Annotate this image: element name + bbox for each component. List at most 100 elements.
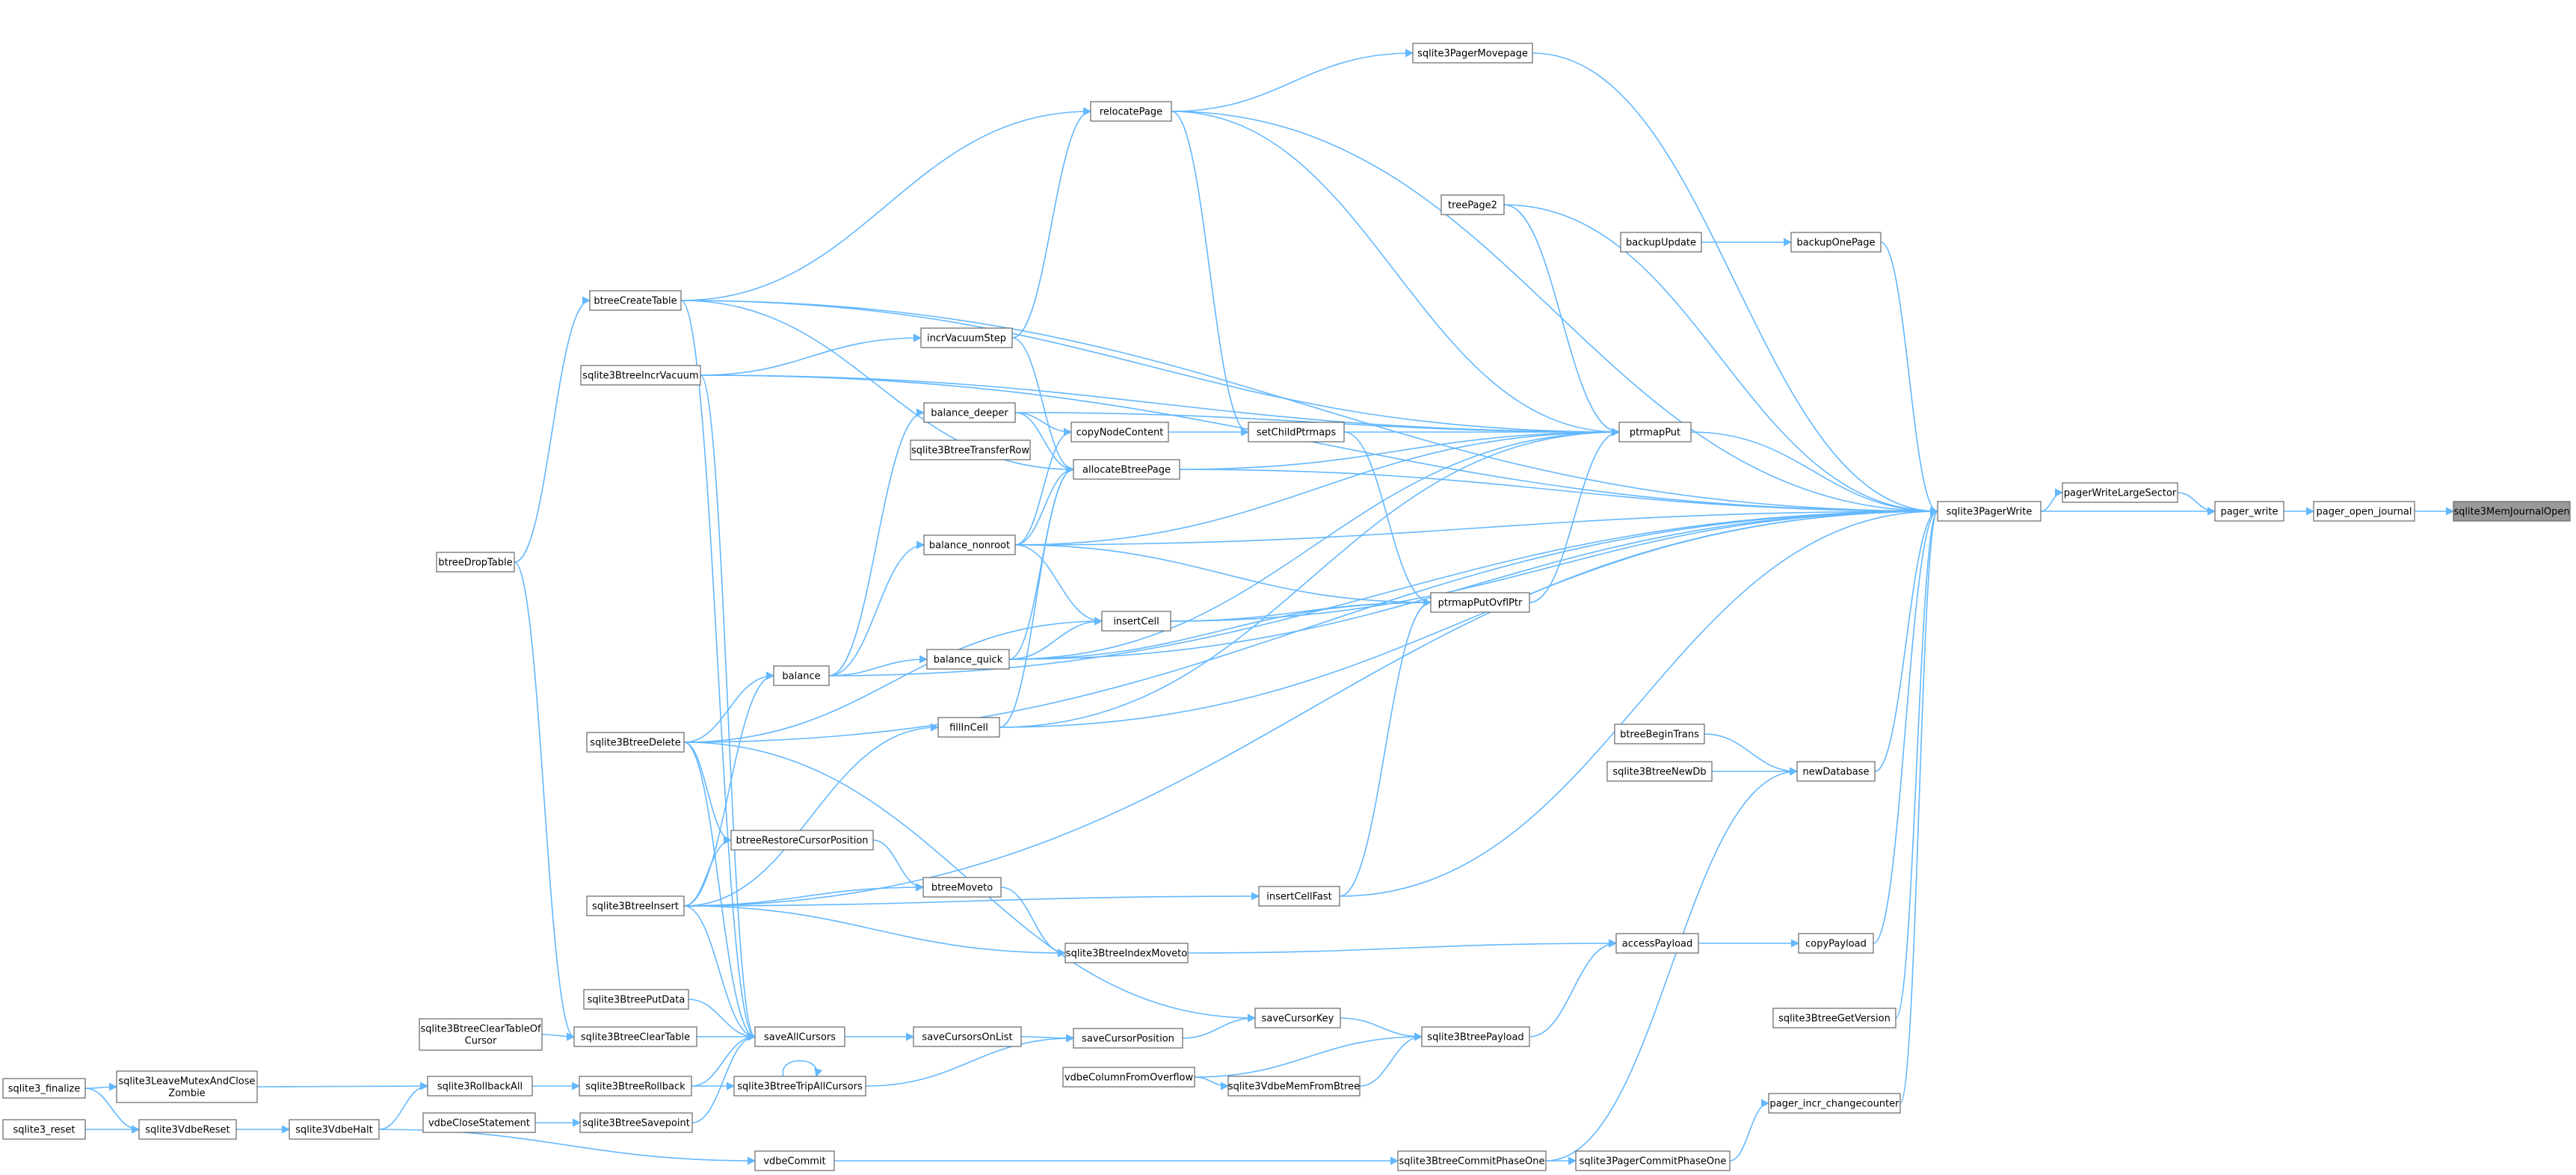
node-sqlite3VdbeReset[interactable]: sqlite3VdbeReset <box>138 1119 237 1140</box>
edge-btreeCreateTable-to-saveAllCursors <box>680 300 757 1041</box>
node-label: sqlite3BtreeDelete <box>590 738 680 749</box>
node-box <box>1073 1028 1183 1049</box>
node-label: saveAllCursors <box>764 1032 836 1043</box>
node-balance_quick[interactable]: balance_quick <box>926 649 1010 670</box>
node-sqlite3BtreeGetVersion[interactable]: sqlite3BtreeGetVersion <box>1772 1008 1896 1028</box>
node-box <box>1064 943 1189 963</box>
node-newDatabase[interactable]: newDatabase <box>1796 761 1876 782</box>
node-sqlite3BtreeTransferRow[interactable]: sqlite3BtreeTransferRow <box>910 440 1031 460</box>
node-sqlite3BtreeDelete[interactable]: sqlite3BtreeDelete <box>586 732 685 753</box>
node-sqlite3BtreeInsert[interactable]: sqlite3BtreeInsert <box>586 895 685 916</box>
node-sqlite3PagerWrite[interactable]: sqlite3PagerWrite <box>1937 501 2042 522</box>
node-sqlite3BtreeNewDb[interactable]: sqlite3BtreeNewDb <box>1606 761 1713 782</box>
node-btreeRestoreCursorPosition[interactable]: btreeRestoreCursorPosition <box>730 830 874 851</box>
node-label: sqlite3PagerMovepage <box>1417 49 1528 60</box>
node-accessPayload[interactable]: accessPayload <box>1615 933 1699 954</box>
node-pager_open_journal[interactable]: pager_open_journal <box>2313 501 2415 522</box>
node-box <box>419 1018 543 1051</box>
edge-sqlite3BtreeDelete-to-saveAllCursors <box>683 741 757 1041</box>
edge-fillInCell-to-ptrmapPut <box>999 428 1621 728</box>
edge-sqlite3BtreeDelete-to-sqlite3PagerWrite <box>683 507 1939 743</box>
node-btreeCreateTable[interactable]: btreeCreateTable <box>589 290 682 311</box>
node-balance_nonroot[interactable]: balance_nonroot <box>923 534 1016 555</box>
edge-sqlite3BtreeCommitPhaseOne-to-newDatabase <box>1545 767 1799 1162</box>
node-sqlite3BtreePayload[interactable]: sqlite3BtreePayload <box>1421 1026 1530 1047</box>
node-sqlite3VdbeHalt[interactable]: sqlite3VdbeHalt <box>289 1119 380 1140</box>
node-sqlite3BtreeIncrVacuum[interactable]: sqlite3BtreeIncrVacuum <box>580 365 701 386</box>
node-saveCursorKey[interactable]: saveCursorKey <box>1254 1008 1341 1028</box>
edge-sqlite3BtreeInsert-to-btreeMoveto <box>683 883 925 907</box>
node-label: btreeBeginTrans <box>1620 730 1699 741</box>
node-box <box>2 1078 86 1099</box>
node-relocatePage[interactable]: relocatePage <box>1090 101 1172 122</box>
node-backupOnePage[interactable]: backupOnePage <box>1790 232 1882 253</box>
node-sqlite3MemJournalOpen[interactable]: sqlite3MemJournalOpen <box>2453 501 2571 522</box>
node-label: incrVacuumStep <box>927 333 1006 345</box>
node-pager_write[interactable]: pager_write <box>2214 501 2284 522</box>
edge-balance_quick-to-allocateBtreePage <box>1008 465 1075 660</box>
node-sqlite3_finalize[interactable]: sqlite3_finalize <box>2 1078 86 1099</box>
node-sqlite3BtreeCommitPhaseOne[interactable]: sqlite3BtreeCommitPhaseOne <box>1397 1150 1547 1171</box>
node-box <box>1430 592 1530 613</box>
node-sqlite3BtreeTripAllCursors[interactable]: sqlite3BtreeTripAllCursors <box>733 1076 866 1097</box>
node-sqlite3BtreeRollback[interactable]: sqlite3BtreeRollback <box>579 1076 692 1097</box>
edge-sqlite3BtreeInsert-to-sqlite3PagerWrite <box>683 507 1939 907</box>
node-insertCell[interactable]: insertCell <box>1101 611 1171 632</box>
node-sqlite3BtreeClearTable[interactable]: sqlite3BtreeClearTable <box>573 1026 697 1047</box>
node-setChildPtrmaps[interactable]: setChildPtrmaps <box>1248 422 1345 442</box>
node-btreeDropTable[interactable]: btreeDropTable <box>436 552 515 573</box>
node-label: ptrmapPutOvflPtr <box>1438 598 1523 609</box>
node-vdbeColumnFromOverflow[interactable]: vdbeColumnFromOverflow <box>1062 1067 1195 1088</box>
node-label: pager_incr_changecounter <box>1769 1099 1899 1110</box>
node-sqlite3PagerMovepage[interactable]: sqlite3PagerMovepage <box>1412 43 1533 64</box>
node-incrVacuumStep[interactable]: incrVacuumStep <box>920 327 1013 348</box>
node-balance[interactable]: balance <box>773 665 830 686</box>
edge-sqlite3BtreeDelete-to-btreeRestoreCursorPosition <box>683 741 733 845</box>
node-sqlite3PagerCommitPhaseOne[interactable]: sqlite3PagerCommitPhaseOne <box>1575 1150 1731 1171</box>
node-sqlite3VdbeMemFromBtree[interactable]: sqlite3VdbeMemFromBtree <box>1227 1076 1361 1097</box>
node-pagerWriteLargeSector[interactable]: pagerWriteLargeSector <box>2062 482 2178 503</box>
edge-sqlite3VdbeHalt-to-vdbeCommit <box>378 1129 757 1165</box>
node-pager_incr_changecounter[interactable]: pager_incr_changecounter <box>1768 1093 1901 1114</box>
edges-layer <box>84 49 2455 1165</box>
edge-sqlite3BtreeInsert-to-balance <box>683 671 775 907</box>
node-backupUpdate[interactable]: backupUpdate <box>1620 232 1702 253</box>
node-sqlite3RollbackAll[interactable]: sqlite3RollbackAll <box>427 1076 533 1097</box>
edge-balance-to-balance_quick <box>828 655 928 676</box>
node-btreeBeginTrans[interactable]: btreeBeginTrans <box>1614 724 1705 744</box>
node-sqlite3BtreePutData[interactable]: sqlite3BtreePutData <box>583 989 689 1010</box>
node-allocateBtreePage[interactable]: allocateBtreePage <box>1073 459 1180 480</box>
node-insertCellFast[interactable]: insertCellFast <box>1258 886 1340 907</box>
node-label: pagerWriteLargeSector <box>2064 488 2177 499</box>
node-ptrmapPut[interactable]: ptrmapPut <box>1618 422 1692 442</box>
edge-saveCursorKey-to-sqlite3BtreePayload <box>1340 1017 1423 1041</box>
node-label: treePage2 <box>1448 200 1497 212</box>
node-ptrmapPutOvflPtr[interactable]: ptrmapPutOvflPtr <box>1430 592 1530 613</box>
node-btreeMoveto[interactable]: btreeMoveto <box>922 877 1002 898</box>
edge-sqlite3BtreeIncrVacuum-to-saveAllCursors <box>700 374 757 1041</box>
node-saveCursorPosition[interactable]: saveCursorPosition <box>1073 1028 1183 1049</box>
node-label: sqlite3BtreePayload <box>1427 1032 1523 1043</box>
node-label: sqlite3RollbackAll <box>437 1082 523 1093</box>
node-sqlite3BtreeSavepoint[interactable]: sqlite3BtreeSavepoint <box>579 1112 693 1133</box>
node-saveCursorsOnList[interactable]: saveCursorsOnList <box>913 1026 1022 1047</box>
node-vdbeCloseStatement[interactable]: vdbeCloseStatement <box>422 1112 536 1133</box>
edge-balance_quick-to-ptrmapPutOvflPtr <box>1008 598 1432 660</box>
node-treePage2[interactable]: treePage2 <box>1440 194 1505 215</box>
node-sqlite3_reset[interactable]: sqlite3_reset <box>2 1119 86 1140</box>
edge-pagerWriteLargeSector-to-pager_write <box>2177 492 2216 516</box>
node-balance_deeper[interactable]: balance_deeper <box>923 402 1016 423</box>
node-copyNodeContent[interactable]: copyNodeContent <box>1070 422 1169 442</box>
node-vdbeCommit[interactable]: vdbeCommit <box>754 1150 835 1171</box>
node-copyPayload[interactable]: copyPayload <box>1798 933 1874 954</box>
edge-sqlite3BtreePayload-to-accessPayload <box>1529 939 1618 1037</box>
node-fillInCell[interactable]: fillInCell <box>937 717 1000 738</box>
edge-sqlite3BtreeTripAllCursors-to-sqlite3BtreeTripAllCursors <box>782 1060 823 1078</box>
edge-insertCellFast-to-sqlite3PagerWrite <box>1339 507 1939 897</box>
node-label: saveCursorKey <box>1262 1014 1334 1025</box>
node-sqlite3BtreeIndexMoveto[interactable]: sqlite3BtreeIndexMoveto <box>1064 943 1189 963</box>
node-box <box>1937 501 2042 522</box>
node-saveAllCursors[interactable]: saveAllCursors <box>754 1026 845 1047</box>
